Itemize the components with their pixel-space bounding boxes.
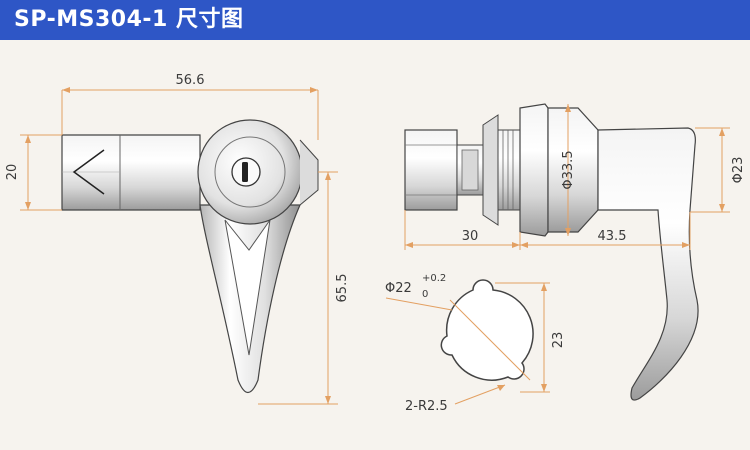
technical-drawing: 56.6 20 65.5 — [5, 73, 746, 414]
dim-handle-diameter: Φ23 — [690, 127, 746, 213]
dim-length-65-5: 65.5 — [258, 171, 350, 405]
dim-label-bezel: Φ33.5 — [561, 150, 576, 189]
cutout-outline — [440, 279, 534, 381]
handle-lever — [597, 127, 699, 401]
dim-label-ear-radius: 2-R2.5 — [405, 399, 448, 414]
dim-label-depth-front: 30 — [462, 229, 479, 244]
dim-label-cutout-height: 23 — [551, 332, 566, 349]
dim-depth: 30 43.5 — [404, 210, 691, 250]
dim-label-cutout-diameter: Φ22 — [385, 281, 412, 296]
bezel-flange — [519, 103, 549, 237]
dim-label-width: 56.6 — [176, 73, 205, 88]
dim-label-lever: 65.5 — [335, 274, 350, 303]
dim-label-handle: Φ23 — [731, 157, 746, 184]
dim-width-56-6: 56.6 — [61, 73, 319, 140]
side-view — [404, 103, 699, 401]
cam-block — [404, 129, 458, 211]
dim-label-tol-lower: 0 — [422, 289, 428, 300]
panel-cutout — [440, 279, 534, 381]
dim-cutout: Φ22 +0.2 0 23 2-R2.5 — [385, 273, 566, 414]
chevron-mark — [72, 149, 105, 195]
dim-height-20: 20 — [5, 134, 62, 211]
dim-label-tol-upper: +0.2 — [422, 273, 446, 284]
dim-label-depth-lever: 43.5 — [598, 229, 627, 244]
latch-tongue — [61, 134, 201, 211]
keyhole-icon — [242, 162, 248, 182]
dim-bezel-diameter: Φ33.5 — [561, 104, 576, 236]
front-view — [61, 119, 319, 394]
title-bar: SP-MS304-1 尺寸图 — [0, 0, 750, 40]
page-title: SP-MS304-1 尺寸图 — [14, 7, 244, 32]
dim-label-height: 20 — [5, 164, 20, 181]
